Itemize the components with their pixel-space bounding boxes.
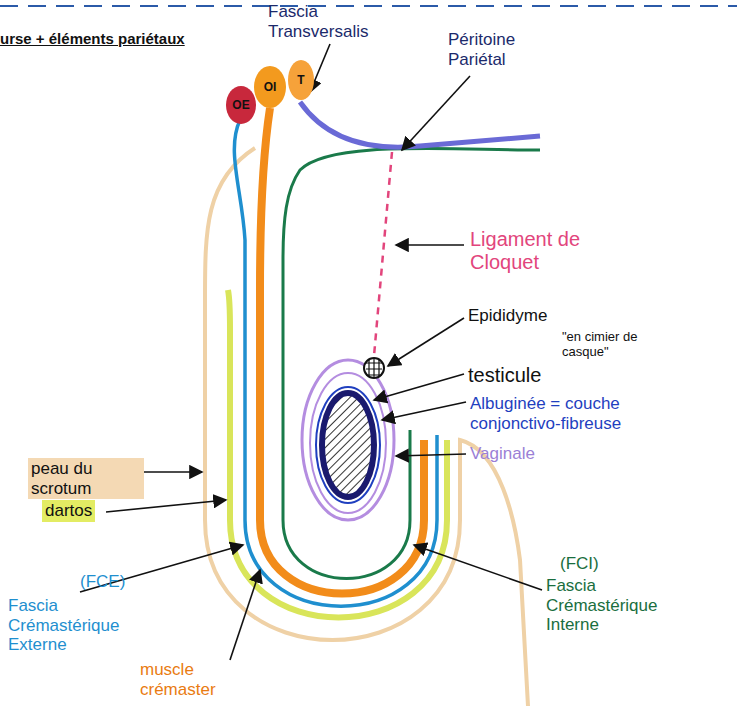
structure-label: testicule	[468, 364, 541, 387]
testis	[322, 393, 374, 497]
cremaster-line	[260, 108, 424, 594]
structure-label: Fascia Transversalis	[268, 2, 408, 41]
structure-label: dartos	[42, 500, 95, 522]
vaginale-outer	[302, 360, 394, 520]
structure-label: Fascia Crémastérique Interne	[546, 576, 676, 635]
muscle-oval: T	[288, 60, 314, 100]
structure-label: Ligament de Cloquet	[470, 228, 600, 274]
structure-label: Fascia Crémastérique Externe	[8, 596, 130, 655]
structure-label: Epididyme	[468, 306, 547, 326]
note: "en cimier de casque"	[562, 330, 672, 360]
structure-label: muscle crémaster	[140, 660, 240, 699]
vaginale-inner	[310, 373, 386, 513]
abbreviation: (FCI)	[560, 554, 599, 574]
muscle-oval: OI	[254, 66, 286, 108]
internal-fascia-line	[283, 148, 540, 578]
structure-label: Albuginée = couche conjonctivo-fibreuse	[470, 394, 660, 433]
albuginea	[316, 387, 380, 503]
node-text: OE	[232, 98, 249, 112]
leader-lines	[80, 44, 542, 660]
epididymis	[364, 358, 384, 378]
muscle-oval: OE	[226, 86, 256, 124]
abbreviation: (FCE)	[80, 572, 125, 592]
ligament-line	[374, 152, 392, 356]
dashed-border	[0, 5, 737, 7]
transversalis-line	[300, 102, 540, 147]
structure-label: Péritoine Pariétal	[448, 30, 558, 69]
page-title: urse + éléments pariétaux	[0, 30, 185, 47]
node-text: OI	[264, 80, 277, 94]
epididymis-hatch	[366, 358, 382, 378]
structure-label: Vaginale	[470, 444, 535, 464]
node-text: T	[297, 73, 304, 87]
structure-label: peau du scrotum	[28, 458, 144, 499]
